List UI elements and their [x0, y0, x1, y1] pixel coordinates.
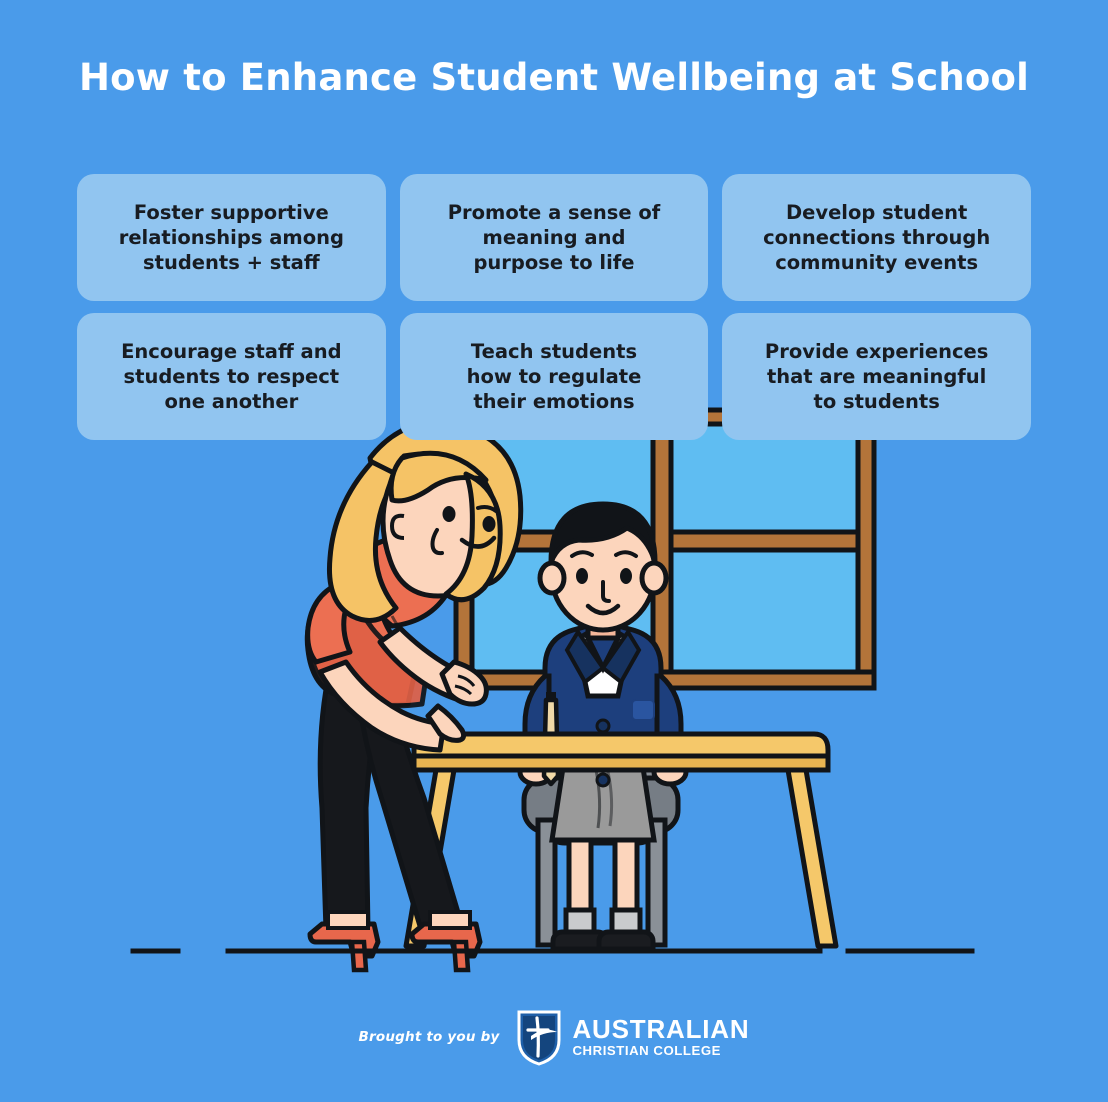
acc-shield-logo-icon	[517, 1010, 561, 1066]
footer-tagline: Brought to you by	[358, 1029, 500, 1045]
classroom-illustration	[0, 400, 1108, 980]
card-text: Provide experiences that are meaningful …	[764, 339, 989, 414]
card-teach-emotion-regulation[interactable]: Teach students how to regulate their emo…	[399, 313, 709, 440]
window-icon	[453, 407, 877, 691]
student-figure	[517, 501, 689, 952]
acc-wordmark: AUSTRALIAN CHRISTIAN COLLEGE	[572, 1016, 749, 1057]
logo-line-australian: AUSTRALIAN	[572, 1014, 750, 1045]
page-title: How to Enhance Student Wellbeing at Scho…	[78, 56, 1030, 99]
card-encourage-mutual-respect[interactable]: Encourage staff and students to respect …	[77, 313, 386, 440]
card-provide-meaningful-experiences[interactable]: Provide experiences that are meaningful …	[722, 313, 1031, 440]
card-text: Develop student connections through comm…	[763, 200, 991, 275]
card-text: Encourage staff and students to respect …	[121, 339, 342, 414]
card-text: Promote a sense of meaning and purpose t…	[447, 200, 661, 275]
card-promote-meaning-purpose[interactable]: Promote a sense of meaning and purpose t…	[399, 174, 709, 301]
card-develop-student-connections[interactable]: Develop student connections through comm…	[722, 174, 1031, 301]
logo-line-christian-college: CHRISTIAN COLLEGE	[572, 1043, 722, 1059]
footer-attribution: Brought to you by AUSTRALIAN CHRISTIAN C…	[0, 1008, 1108, 1066]
wellbeing-strategy-card-grid: Foster supportive relationships among st…	[77, 174, 1031, 440]
card-foster-supportive-relationships[interactable]: Foster supportive relationships among st…	[77, 174, 386, 301]
card-text: Teach students how to regulate their emo…	[466, 339, 642, 414]
card-text: Foster supportive relationships among st…	[118, 200, 344, 275]
acc-logo-lockup[interactable]: AUSTRALIAN CHRISTIAN COLLEGE	[515, 1008, 749, 1066]
